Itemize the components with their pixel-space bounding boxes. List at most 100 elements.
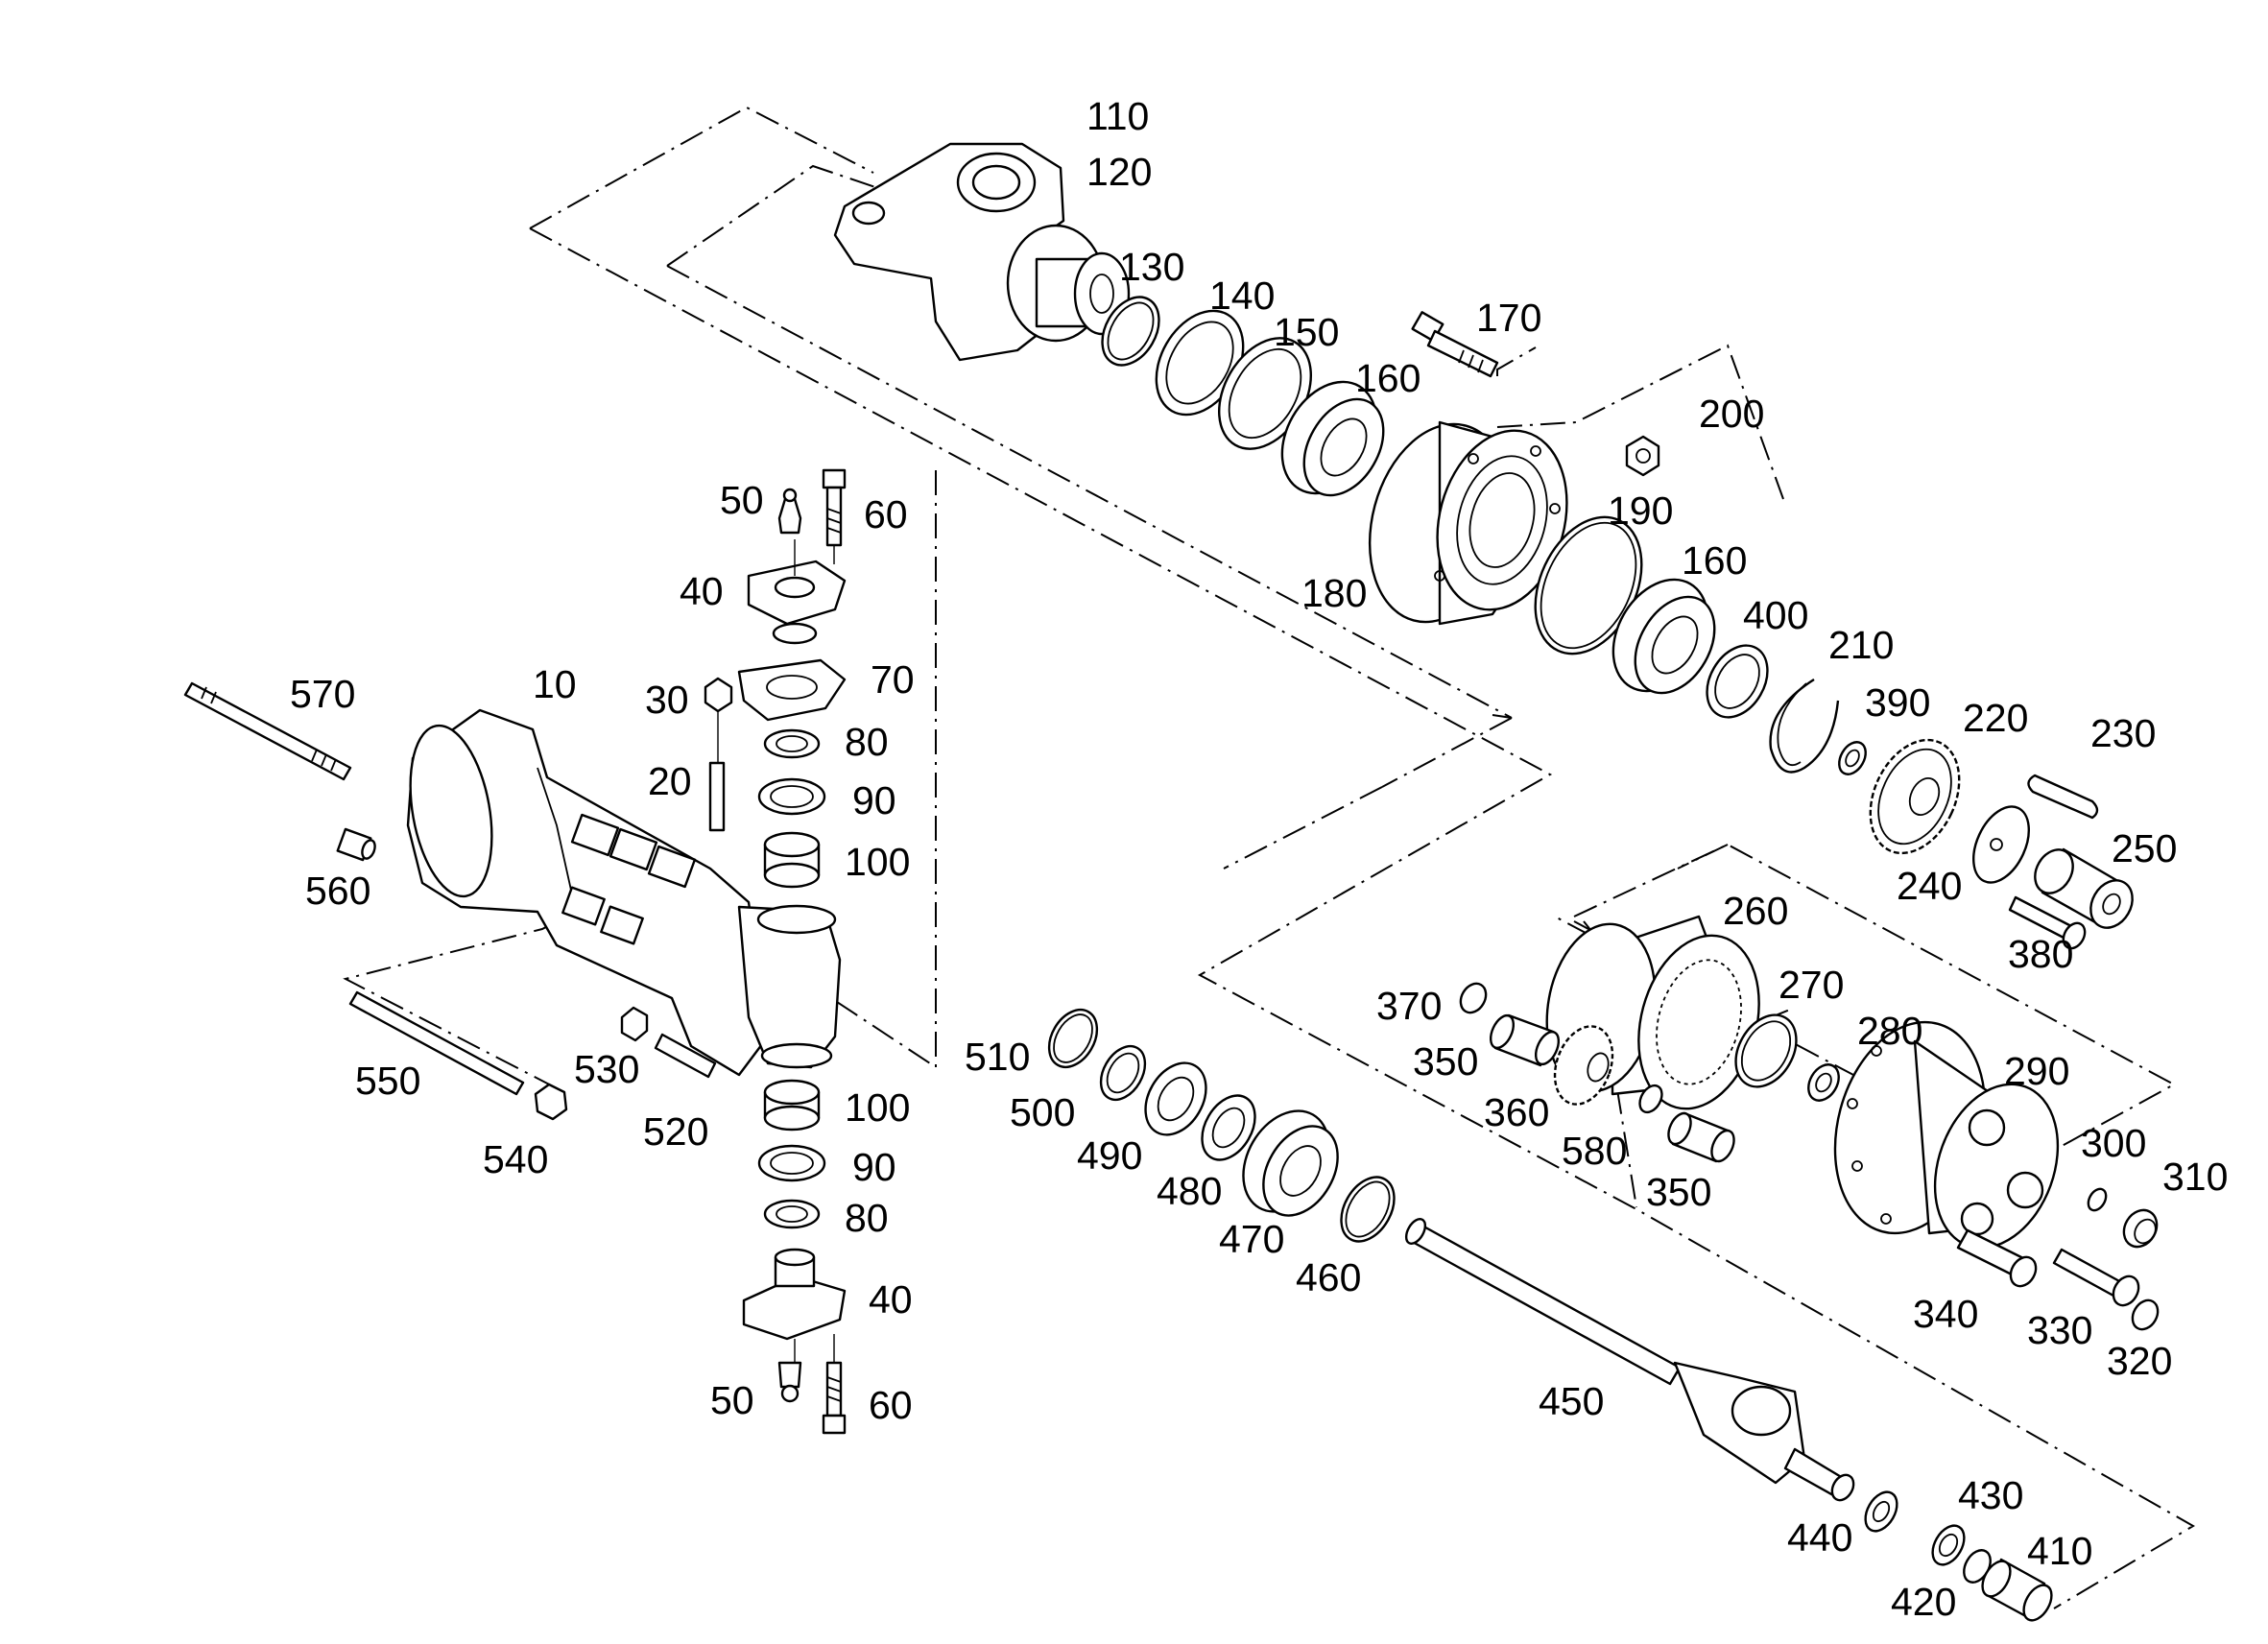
label-190: 190: [1608, 488, 1673, 533]
gear-220: [1869, 738, 1961, 855]
label-250: 250: [2112, 826, 2177, 870]
bolt-330: [2052, 1248, 2140, 1307]
label-440: 440: [1787, 1515, 1852, 1560]
label-20: 20: [648, 759, 692, 803]
snap-ring-210: [1769, 678, 1840, 774]
bushing-410: [1981, 1558, 2053, 1622]
label-60-top: 60: [864, 492, 908, 536]
stud-570: [183, 681, 352, 781]
label-350-a: 350: [1413, 1039, 1478, 1084]
label-350-b: 350: [1646, 1170, 1711, 1214]
label-60-bottom: 60: [869, 1383, 913, 1427]
label-510: 510: [965, 1035, 1030, 1079]
part-labels: 110 120 130 140 150 160 170 180 190 200 …: [290, 94, 2228, 1624]
label-230: 230: [2090, 711, 2156, 755]
plug-560: [336, 827, 376, 862]
label-300: 300: [2081, 1121, 2146, 1165]
stud-20: [708, 761, 726, 832]
label-100-bottom: 100: [845, 1085, 910, 1130]
label-360: 360: [1484, 1090, 1549, 1134]
label-160-a: 160: [1355, 356, 1420, 400]
nut-540: [534, 1083, 568, 1121]
label-150: 150: [1274, 310, 1339, 354]
nut-530: [620, 1006, 649, 1042]
label-370: 370: [1376, 984, 1442, 1028]
label-180: 180: [1301, 571, 1367, 615]
label-520: 520: [643, 1109, 708, 1154]
label-280: 280: [1857, 1009, 1922, 1053]
wheel-hub-180: [1368, 420, 1568, 626]
half-shaft-450: [1404, 1218, 1855, 1502]
label-450: 450: [1539, 1379, 1604, 1423]
label-340: 340: [1913, 1292, 1978, 1336]
label-160-b: 160: [1682, 538, 1747, 583]
label-560: 560: [305, 869, 370, 913]
label-390: 390: [1865, 680, 1930, 725]
bolt-340: [1956, 1228, 2038, 1288]
planet-carrier-290: [1833, 1020, 2060, 1250]
label-210: 210: [1828, 623, 1894, 667]
pin-230: [2027, 774, 2099, 820]
ring-270: [1734, 1013, 1798, 1088]
washer-390: [1838, 741, 1867, 775]
label-40-top: 40: [680, 569, 724, 613]
label-50-bottom: 50: [710, 1378, 754, 1422]
stud-520: [654, 1033, 717, 1079]
stud-550: [348, 990, 525, 1096]
o-ring-130: [1101, 296, 1160, 367]
label-200: 200: [1699, 392, 1764, 436]
label-420: 420: [1891, 1580, 1956, 1624]
ring-440: [1864, 1490, 1898, 1533]
label-120: 120: [1086, 150, 1152, 194]
label-270: 270: [1779, 963, 1844, 1007]
cap-40-top: [747, 560, 847, 645]
label-90-top: 90: [852, 778, 896, 822]
label-570: 570: [290, 672, 355, 716]
bearing-100-bottom: [763, 1079, 821, 1132]
label-580: 580: [1562, 1129, 1627, 1173]
label-380: 380: [2008, 932, 2073, 976]
shaft-250: [2034, 847, 2134, 929]
disc-240: [1972, 805, 2030, 884]
shim-90-bottom: [757, 1144, 826, 1182]
cap-40-bottom: [742, 1248, 847, 1341]
bearing-160-upper: [1280, 380, 1385, 497]
bolt-60-bottom: [822, 1361, 847, 1435]
o-ring-190: [1534, 515, 1643, 655]
ring-430: [1931, 1524, 1966, 1566]
needle-bearing-350-lower: [1667, 1111, 1735, 1163]
seal-500: [1099, 1044, 1147, 1102]
washer-80-top: [763, 728, 821, 759]
label-130: 130: [1119, 245, 1184, 289]
label-530: 530: [574, 1047, 639, 1091]
label-320: 320: [2107, 1339, 2172, 1383]
label-480: 480: [1157, 1169, 1222, 1213]
axle-housing-10: [406, 708, 842, 1077]
bearing-490: [1144, 1061, 1207, 1136]
washer-80-bottom: [763, 1199, 821, 1229]
needle-bearing-350-upper: [1489, 1013, 1561, 1067]
label-460: 460: [1296, 1255, 1361, 1299]
ring-300: [2087, 1187, 2108, 1212]
bearing-470: [1242, 1109, 1339, 1217]
label-490: 490: [1077, 1133, 1142, 1178]
label-550: 550: [355, 1059, 420, 1103]
label-100-top: 100: [845, 840, 910, 884]
label-30: 30: [645, 678, 689, 722]
bolt-170: [1411, 311, 1499, 378]
label-140: 140: [1209, 274, 1275, 318]
kingpin-alignment-lines: [717, 539, 835, 1363]
label-80-bottom: 80: [845, 1196, 889, 1240]
label-240: 240: [1897, 864, 1962, 908]
nut-30: [704, 677, 733, 713]
label-470: 470: [1219, 1217, 1284, 1261]
ring-460: [1340, 1176, 1396, 1243]
steering-knuckle: [833, 142, 1131, 362]
plug-310: [2122, 1208, 2159, 1249]
snap-ring-370: [1459, 982, 1488, 1014]
nut-200: [1625, 435, 1660, 477]
label-290: 290: [2004, 1049, 2069, 1093]
label-170: 170: [1476, 296, 1541, 340]
label-400: 400: [1743, 593, 1808, 637]
